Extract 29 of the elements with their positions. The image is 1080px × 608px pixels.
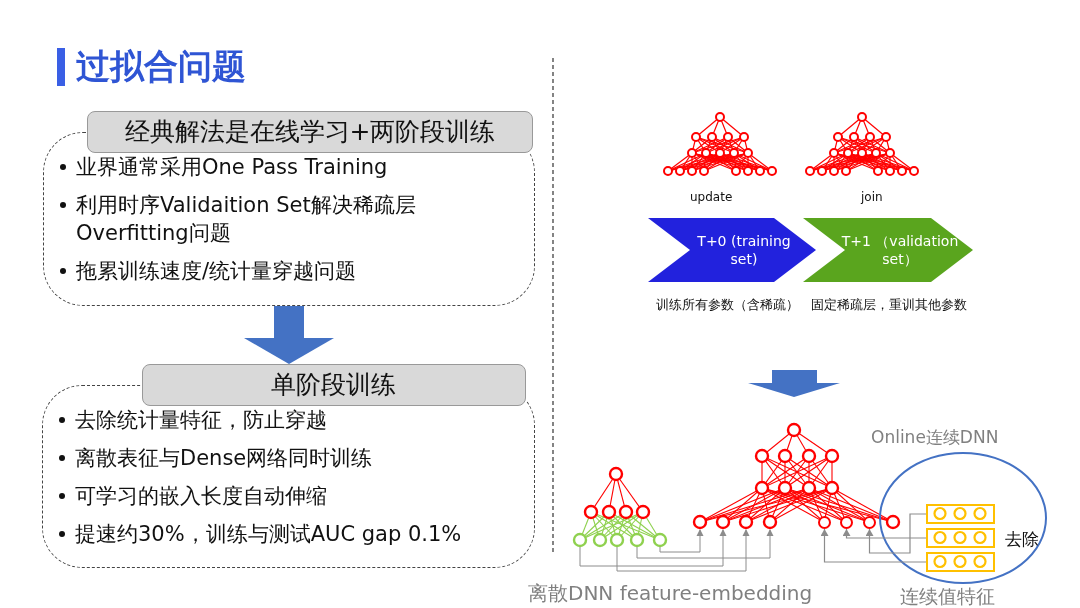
dashed-panel <box>42 364 535 568</box>
neuron-circle <box>863 516 876 529</box>
group-label: Online连续DNN <box>871 426 999 449</box>
dashed-panel <box>43 111 535 306</box>
connector-arrow <box>865 513 927 554</box>
connector-arrow <box>820 528 927 563</box>
note-text: 去除 <box>1005 528 1039 551</box>
caption-text: update <box>690 190 733 204</box>
bullet-text: 提速约30%，训练与测试AUC gap 0.1% <box>75 521 463 548</box>
bullet-text: 业界通常采用One Pass Training <box>76 154 389 181</box>
neuron-circle <box>818 516 831 529</box>
step-label: T+1 （validation set） <box>841 232 959 268</box>
caption-text: join <box>861 190 883 204</box>
bullet-text: 离散表征与Dense网络同时训练 <box>75 445 374 472</box>
connector-arrow <box>842 528 927 539</box>
step-note: 固定稀疏层，重训其他参数 <box>811 296 968 314</box>
panel-heading: 单阶段训练 <box>141 364 526 406</box>
block-arrow <box>244 306 334 364</box>
caption-text: 离散DNN feature-embedding <box>528 580 813 607</box>
neuron-circle <box>840 516 853 529</box>
slide-title: 过拟合问题 <box>76 45 246 88</box>
step-label: T+0 (training set) <box>696 232 792 268</box>
bullet-text: 可学习的嵌入长度自动伸缩 <box>75 483 328 510</box>
bullet-text: 去除统计量特征，防止穿越 <box>75 407 328 434</box>
bullet-text: 利用时序Validaition Set解决稀疏层 Overfitting问题 <box>76 192 417 247</box>
bullet-text: 拖累训练速度/统计量穿越问题 <box>76 258 358 285</box>
panel-heading: 经典解法是在线学习+两阶段训练 <box>87 111 533 153</box>
step-note: 训练所有参数（含稀疏） <box>656 296 800 314</box>
caption-text: 连续值特征 <box>900 584 995 608</box>
